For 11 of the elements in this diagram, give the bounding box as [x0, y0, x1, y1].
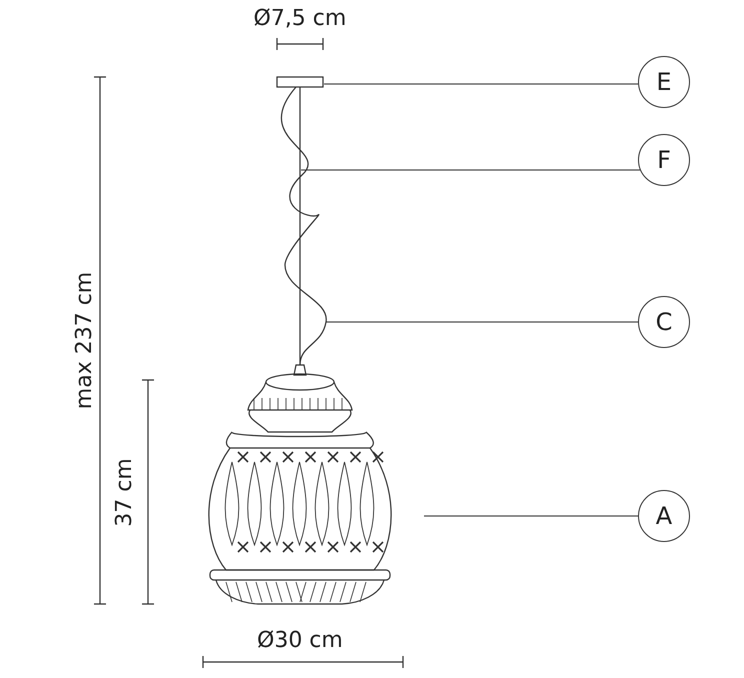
dimension-label: Ø7,5 cm	[254, 6, 346, 30]
dimension-label: 37 cm	[111, 458, 136, 526]
callout-circle: F	[638, 134, 690, 186]
callout-circle: A	[638, 490, 690, 542]
callout-circle: E	[638, 56, 690, 108]
lamp-shade-drawing	[208, 364, 392, 605]
cable-drawing	[281, 86, 327, 366]
dimension-label: max 237 cm	[72, 271, 97, 409]
canopy-drawing	[276, 76, 324, 88]
dimension-label: Ø30 cm	[257, 628, 343, 652]
callout-circle: C	[638, 296, 690, 348]
